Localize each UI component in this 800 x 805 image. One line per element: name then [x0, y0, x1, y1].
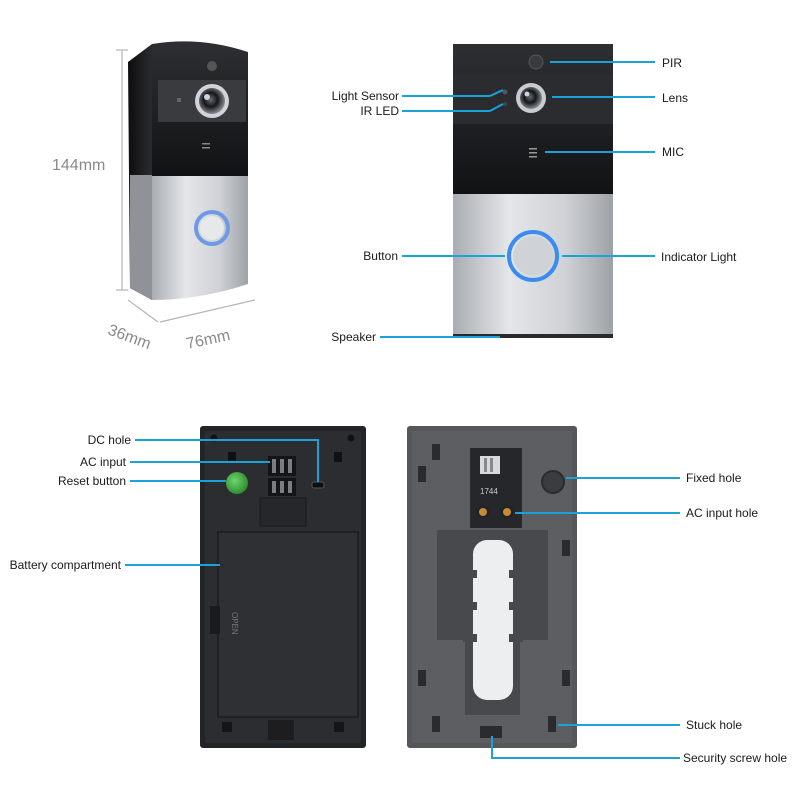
front-mic-icon	[529, 148, 537, 150]
front-indicator-ring-icon	[507, 230, 559, 282]
pir-sensor-icon	[528, 54, 544, 70]
battery-compartment-cover	[217, 531, 359, 718]
ir-led-label: IR LED	[360, 104, 399, 118]
front-view: PIR Light Sensor IR LED Lens MIC Button …	[331, 44, 737, 344]
ac-input-hole-icon	[501, 506, 513, 518]
pir-label: PIR	[662, 56, 682, 70]
speaker-label: Speaker	[331, 330, 376, 344]
reset-button-label: Reset button	[58, 474, 126, 488]
product-side-silver	[130, 175, 152, 300]
fixed-hole-icon	[541, 470, 565, 494]
terminal-text: 1744	[480, 487, 498, 496]
product-3d-view: 144mm 36mm 76mm	[52, 41, 256, 353]
button-label: Button	[363, 249, 398, 263]
battery-compartment-label: Battery compartment	[10, 558, 122, 572]
mounting-bracket-view: 1744 Fixed hole AC input hole Stuck hole…	[407, 426, 787, 765]
dc-hole-label: DC hole	[88, 433, 132, 447]
front-button-icon	[513, 236, 553, 276]
security-screw-hole-label: Security screw hole	[683, 751, 787, 765]
battery-open-text: OPEN	[230, 612, 239, 635]
ac-terminal-screw-icon	[477, 506, 489, 518]
light-sensor-icon	[177, 98, 181, 102]
lens-label: Lens	[662, 91, 688, 105]
mic-icon	[202, 143, 210, 145]
indicator-light-label: Indicator Light	[661, 250, 737, 264]
front-light-sensor-icon	[502, 89, 508, 95]
button-ring-icon	[194, 210, 230, 246]
height-dimension-label: 144mm	[52, 157, 105, 174]
ac-input-label: AC input	[80, 455, 127, 469]
depth-dimension-label: 36mm	[106, 322, 154, 353]
fixed-hole-label: Fixed hole	[686, 471, 742, 485]
front-lens-icon	[520, 87, 542, 109]
light-sensor-label: Light Sensor	[332, 89, 399, 103]
back-view: OPEN DC hole AC input Reset button Batte…	[10, 426, 366, 748]
battery-latch-icon	[210, 606, 220, 634]
dc-hole-callout	[135, 439, 319, 482]
speaker-grille	[453, 334, 613, 338]
stuck-hole-icon	[548, 716, 556, 732]
security-screw-hole-callout	[491, 736, 680, 759]
lens-highlight	[204, 94, 210, 100]
security-screw-hole-icon	[480, 726, 502, 738]
button-icon	[200, 216, 224, 240]
pir-icon	[207, 61, 217, 71]
lens-icon	[199, 88, 225, 114]
width-dimension-line	[159, 299, 256, 323]
reset-button-icon	[226, 472, 248, 494]
depth-dimension-line	[127, 299, 159, 323]
width-dimension-label: 76mm	[185, 327, 232, 353]
dc-port-icon	[311, 481, 325, 489]
cable-slot	[473, 540, 513, 700]
stuck-hole-label: Stuck hole	[686, 718, 742, 732]
mic-label: MIC	[662, 145, 684, 159]
ac-input-hole-label: AC input hole	[686, 506, 758, 520]
front-ir-led-icon	[503, 102, 507, 106]
